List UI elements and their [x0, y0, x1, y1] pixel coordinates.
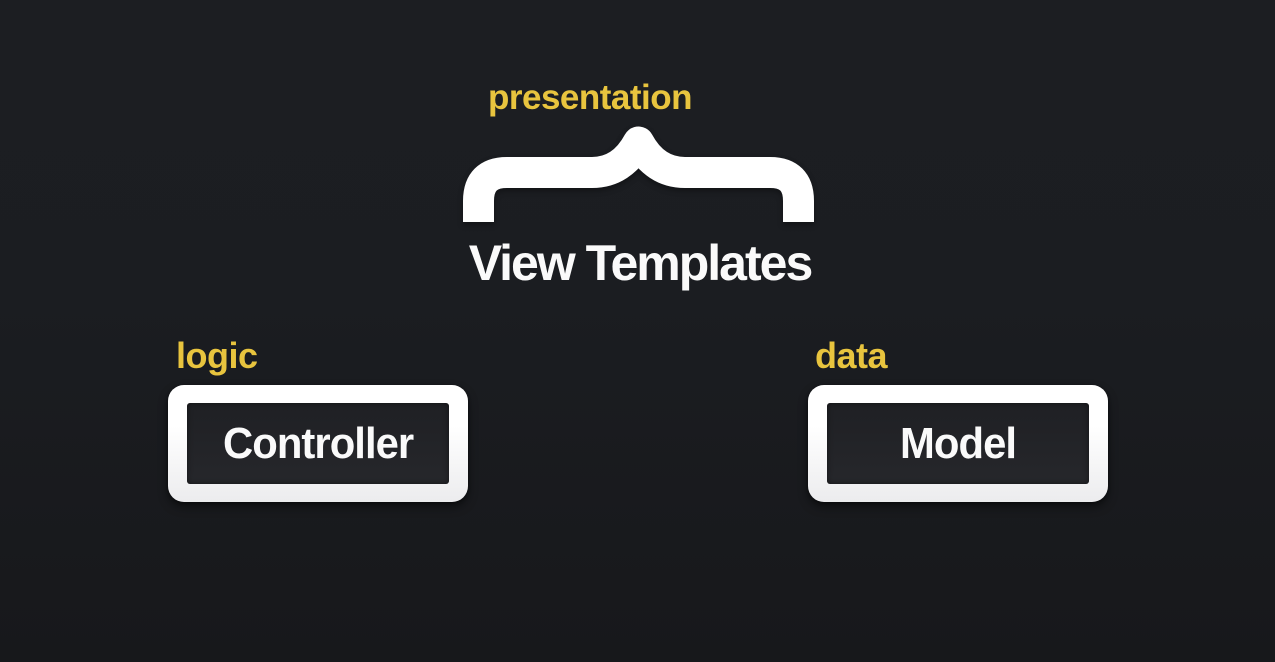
- model-title: Model: [899, 418, 1017, 468]
- curly-brace-icon: [463, 126, 814, 222]
- model-box: Model: [808, 385, 1108, 502]
- controller-box-inner: Controller: [187, 403, 449, 484]
- controller-title: Controller: [222, 418, 414, 468]
- model-box-inner: Model: [827, 403, 1089, 484]
- logic-annotation: logic: [176, 335, 258, 376]
- presentation-annotation: presentation: [488, 78, 693, 117]
- view-templates-title: View Templates: [468, 235, 814, 291]
- data-annotation: data: [815, 335, 888, 376]
- controller-box: Controller: [168, 385, 468, 502]
